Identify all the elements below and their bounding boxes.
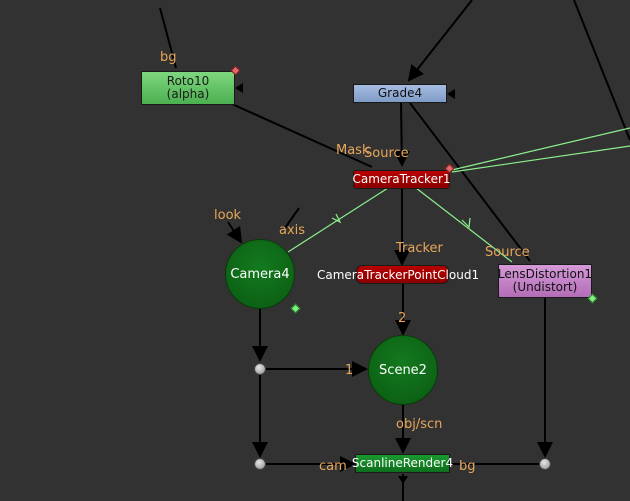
scene-input-1-label: 1	[345, 363, 354, 378]
wire-offscreen-to-grade	[407, 0, 473, 82]
wire-roto-bg-in	[159, 7, 177, 69]
lensdistortion1-node[interactable]: LensDistortion1 (Undistort)	[498, 264, 592, 298]
scanline-obj-label: obj/scn	[396, 417, 443, 432]
camera-look-label: look	[214, 208, 242, 223]
wire-offscreen-right	[573, 0, 630, 141]
roto10-node[interactable]: Roto10 (alpha)	[141, 71, 235, 105]
pointcloud-tracker-label: Tracker	[396, 241, 443, 256]
roto10-output-arrow-icon	[235, 83, 243, 93]
wire-green-right-2	[451, 145, 630, 173]
pointcloud-label: CameraTrackerPointCloud1	[317, 268, 480, 282]
wire-axis-in	[284, 207, 300, 229]
camera-axis-label: axis	[279, 223, 306, 238]
lensdistortion1-mode: (Undistort)	[512, 280, 578, 294]
pointcloud-node[interactable]	[356, 265, 449, 284]
camera4-node[interactable]: Camera4	[225, 239, 295, 309]
grade4-node[interactable]: Grade4	[353, 84, 447, 103]
dot-node-lower-right[interactable]	[539, 458, 551, 470]
dot-node-lower-left[interactable]	[254, 458, 266, 470]
scanline-cam-label: cam	[319, 459, 347, 474]
scanline-bg-label: bg	[459, 459, 476, 474]
cameratracker1-label: CameraTracker1	[352, 172, 451, 186]
tracker-source-label: Source	[364, 146, 409, 161]
roto10-bg-input-label: bg	[160, 50, 177, 65]
dot-node-upper[interactable]	[254, 363, 266, 375]
scanlinerender4-label: ScanlineRender4	[351, 456, 454, 470]
wire-look-in	[226, 221, 243, 244]
wire-grade-to-tracker	[393, 102, 410, 167]
lensdistortion1-name: LensDistortion1	[497, 267, 593, 281]
roto10-channel: (alpha)	[166, 87, 210, 101]
wire-green-right-1	[451, 127, 630, 171]
grade4-mask-arrow-icon	[447, 89, 455, 99]
scene2-label: Scene2	[379, 362, 427, 378]
roto10-name: Roto10	[166, 74, 210, 88]
camera4-label: Camera4	[230, 266, 290, 282]
wire-tracker-to-camera	[287, 187, 389, 253]
wire-tracker-to-lens	[415, 187, 513, 263]
scene-input-2-label: 2	[398, 311, 407, 326]
lens-source-label: Source	[485, 245, 530, 260]
scene2-node[interactable]: Scene2	[368, 335, 438, 405]
wire-roto-to-tracker	[231, 103, 373, 168]
cameratracker1-node[interactable]: CameraTracker1	[352, 170, 451, 189]
tracker-mask-label: Mask	[336, 143, 370, 158]
grade4-label: Grade4	[377, 86, 423, 100]
scanlinerender4-node[interactable]: ScanlineRender4	[351, 454, 454, 473]
wire-grade-to-lens	[409, 102, 531, 262]
